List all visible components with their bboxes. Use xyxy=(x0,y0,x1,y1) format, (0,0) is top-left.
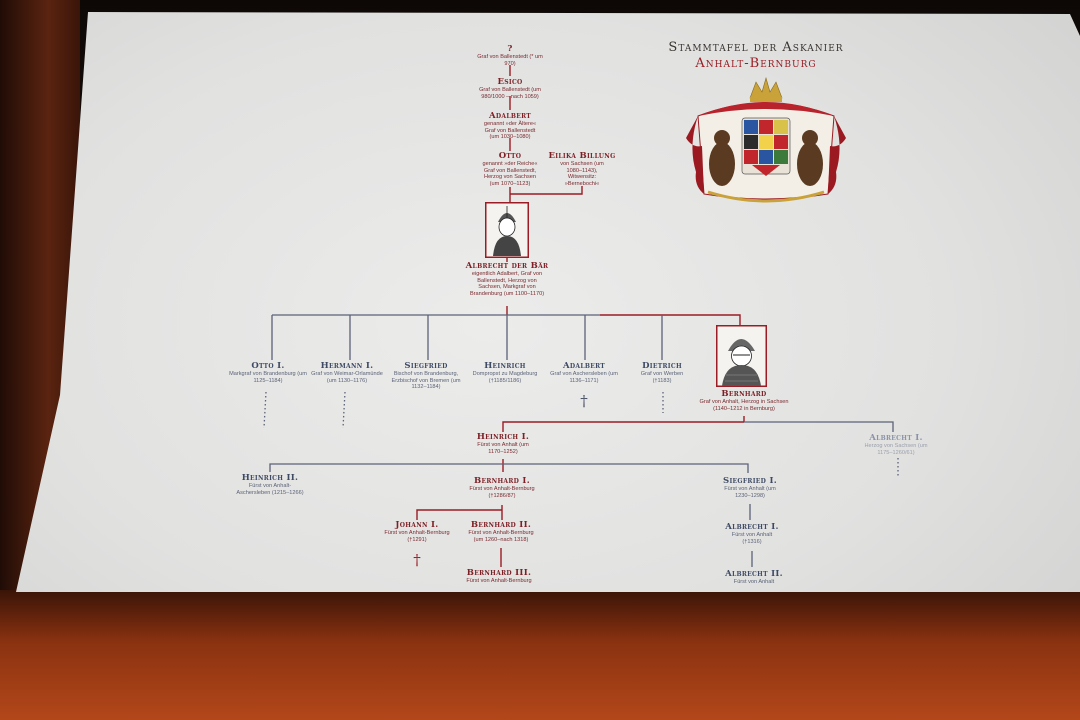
person-name: Heinrich xyxy=(484,361,526,371)
person-name: Otto xyxy=(498,151,522,161)
person-info: Dompropst zu Magdeburg (†1185/1186) xyxy=(472,371,538,384)
node-johann-i: Johann I. Fürst von Anhalt-Bernburg (†12… xyxy=(337,520,497,543)
node-albrecht-ii: Albrecht II. Fürst von Anhalt xyxy=(674,569,834,586)
person-name: Heinrich I. xyxy=(476,432,530,442)
person-info: Fürst von Anhalt-Bernburg (†1291) xyxy=(384,530,450,543)
node-siegfried: Siegfried Bischof von Brandenburg, Erzbi… xyxy=(346,361,506,391)
person-info: genannt »der Ältere« Graf von Ballensted… xyxy=(483,121,537,141)
person-name: Johann I. xyxy=(395,520,439,530)
person-info: Fürst von Anhalt (†1316) xyxy=(731,532,773,545)
node-albrecht-der-baer: Albrecht der Bär eigentlich Adalbert, Gr… xyxy=(427,261,587,297)
person-info: Graf von Ballenstedt (um 980/1000 – nach… xyxy=(479,87,541,100)
node-otto-i: Otto I. Markgraf von Brandenburg (um 112… xyxy=(188,361,348,384)
person-info: Fürst von Anhalt-Bernburg (um 1260–nach … xyxy=(468,530,534,543)
node-adalbert-elder: Adalbert genannt »der Ältere« Graf von B… xyxy=(430,111,590,141)
person-info: Fürst von Anhalt-Bernburg xyxy=(466,578,532,585)
node-heinrich-ii: Heinrich II. Fürst von Anhalt-Aschersleb… xyxy=(190,473,350,496)
node-otto: Otto genannt »der Reiche« Graf von Balle… xyxy=(430,151,590,187)
node-hermann-i: Hermann I. Graf von Weimar-Orlamünde (um… xyxy=(267,361,427,384)
node-albrecht-i-anhalt: Albrecht I. Fürst von Anhalt (†1316) xyxy=(672,522,832,545)
node-bernhard-i: Bernhard I. Fürst von Anhalt-Bernburg (†… xyxy=(422,476,582,499)
person-name: Heinrich II. xyxy=(241,473,299,483)
coat-of-arms-image xyxy=(686,76,846,203)
person-name: Otto I. xyxy=(251,361,285,371)
person-name: Eilika Billung xyxy=(548,151,616,161)
person-info: Fürst von Anhalt-Bernburg (†1286/87) xyxy=(469,486,535,499)
person-info: Graf von Anhalt, Herzog in Sachsen (1140… xyxy=(699,399,789,412)
person-info: Fürst von Anhalt (um 1170–1252) xyxy=(477,442,529,455)
node-albrecht-i-sachsen: Albrecht I. Herzog von Sachsen (um 1175–… xyxy=(816,433,976,456)
person-info: Graf von Weimar-Orlamünde (um 1130–1176) xyxy=(311,371,383,384)
person-info: Markgraf von Brandenburg (um 1125–1184) xyxy=(229,371,307,384)
person-name: Bernhard xyxy=(721,389,767,399)
node-bernhard: Bernhard Graf von Anhalt, Herzog in Sach… xyxy=(664,389,824,412)
title-line-2: Anhalt-Bernburg xyxy=(695,56,817,71)
chart-title: Stammtafel der Askanier Anhalt-Bernburg xyxy=(668,40,843,71)
person-name: Hermann I. xyxy=(320,361,374,371)
person-name: Esico xyxy=(497,77,523,87)
node-dietrich: Dietrich Graf von Werben (†1183) xyxy=(582,361,742,384)
person-info: Graf von Ballenstedt (* um 970) xyxy=(477,54,543,67)
node-heinrich: Heinrich Dompropst zu Magdeburg (†1185/1… xyxy=(425,361,585,384)
title-line-1: Stammtafel der Askanier xyxy=(668,40,844,55)
person-info: Fürst von Anhalt xyxy=(733,579,775,586)
orange-frame xyxy=(0,590,1080,720)
person-name: Adalbert xyxy=(488,111,532,121)
person-info: eigentlich Adalbert, Graf von Ballensted… xyxy=(469,271,545,297)
person-name: ? xyxy=(507,44,513,54)
person-name: Siegfried I. xyxy=(723,476,777,486)
person-name: Dietrich xyxy=(642,361,682,371)
person-info: genannt »der Reiche« Graf von Ballensted… xyxy=(482,161,538,187)
person-info: von Sachsen (um 1080–1143), Witwensitz: … xyxy=(560,161,604,187)
person-name: Albrecht der Bär xyxy=(465,261,549,271)
death-cross-icon: † xyxy=(413,551,421,569)
person-name: Bernhard III. xyxy=(466,568,532,578)
person-name: Albrecht I. xyxy=(725,522,779,532)
person-name: Albrecht II. xyxy=(725,569,783,579)
person-name: Bernhard II. xyxy=(470,520,532,530)
person-name: Bernhard I. xyxy=(474,476,530,486)
node-adalbert-aschersleben: Adalbert Graf von Aschersleben (um 1136–… xyxy=(504,361,664,384)
person-name: Albrecht I. xyxy=(869,433,923,443)
person-info: Herzog von Sachsen (um 1175–1260/61) xyxy=(864,443,928,456)
person-info: Graf von Aschersleben (um 1136–1171) xyxy=(550,371,618,384)
person-info: Fürst von Anhalt (um 1230–1298) xyxy=(724,486,776,499)
person-info: Graf von Werben (†1183) xyxy=(640,371,684,384)
person-info: Bischof von Brandenburg, Erzbischof von … xyxy=(391,371,461,391)
bernhard-portrait-image xyxy=(716,325,767,387)
node-unknown-ancestor: ? Graf von Ballenstedt (* um 970) xyxy=(430,44,590,67)
person-name: Adalbert xyxy=(562,361,606,371)
death-cross-icon: † xyxy=(580,392,588,410)
person-info: Fürst von Anhalt-Aschersleben (1215–1266… xyxy=(236,483,304,496)
node-bernhard-iii: Bernhard III. Fürst von Anhalt-Bernburg xyxy=(419,568,579,585)
node-esico: Esico Graf von Ballenstedt (um 980/1000 … xyxy=(430,77,590,100)
person-name: Siegfried xyxy=(404,361,448,371)
albrecht-portrait-image xyxy=(485,202,529,258)
node-eilika-billung: Eilika Billung von Sachsen (um 1080–1143… xyxy=(502,151,662,187)
node-heinrich-i: Heinrich I. Fürst von Anhalt (um 1170–12… xyxy=(423,432,583,455)
node-siegfried-i: Siegfried I. Fürst von Anhalt (um 1230–1… xyxy=(670,476,830,499)
node-bernhard-ii: Bernhard II. Fürst von Anhalt-Bernburg (… xyxy=(421,520,581,543)
